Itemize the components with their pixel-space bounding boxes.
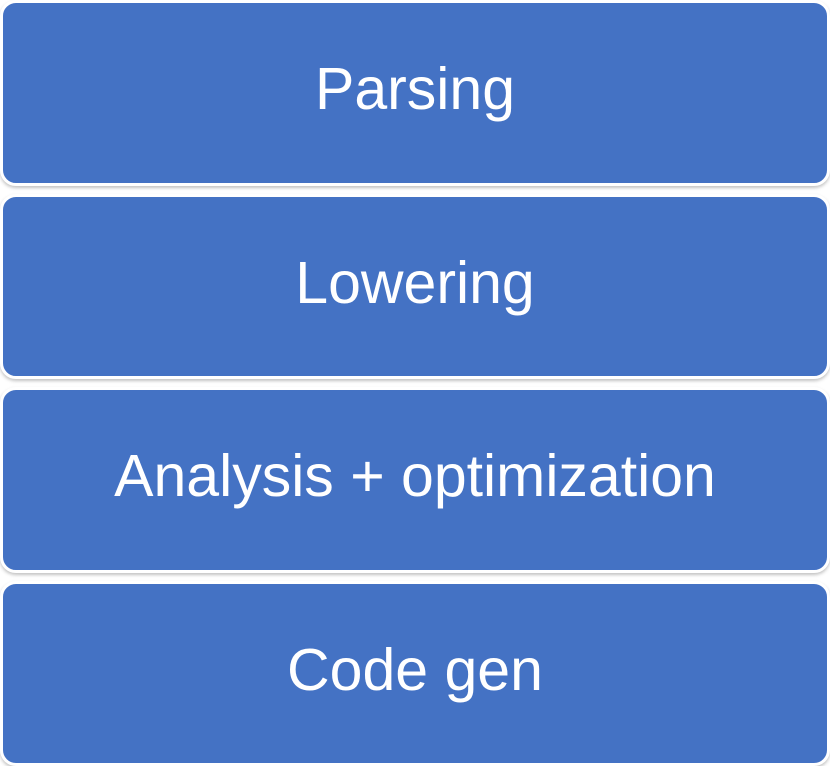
pipeline-stage-parsing: Parsing — [0, 0, 830, 186]
pipeline-stage-code-gen-label: Code gen — [287, 636, 543, 703]
pipeline-stage-lowering-label: Lowering — [295, 249, 535, 316]
pipeline-stage-analysis-optimization: Analysis + optimization — [0, 387, 830, 573]
pipeline-stage-parsing-label: Parsing — [314, 56, 516, 123]
pipeline-stage-lowering: Lowering — [0, 193, 830, 379]
pipeline-stage-analysis-optimization-label: Analysis + optimization — [114, 443, 716, 510]
pipeline-stage-code-gen: Code gen — [0, 580, 830, 766]
